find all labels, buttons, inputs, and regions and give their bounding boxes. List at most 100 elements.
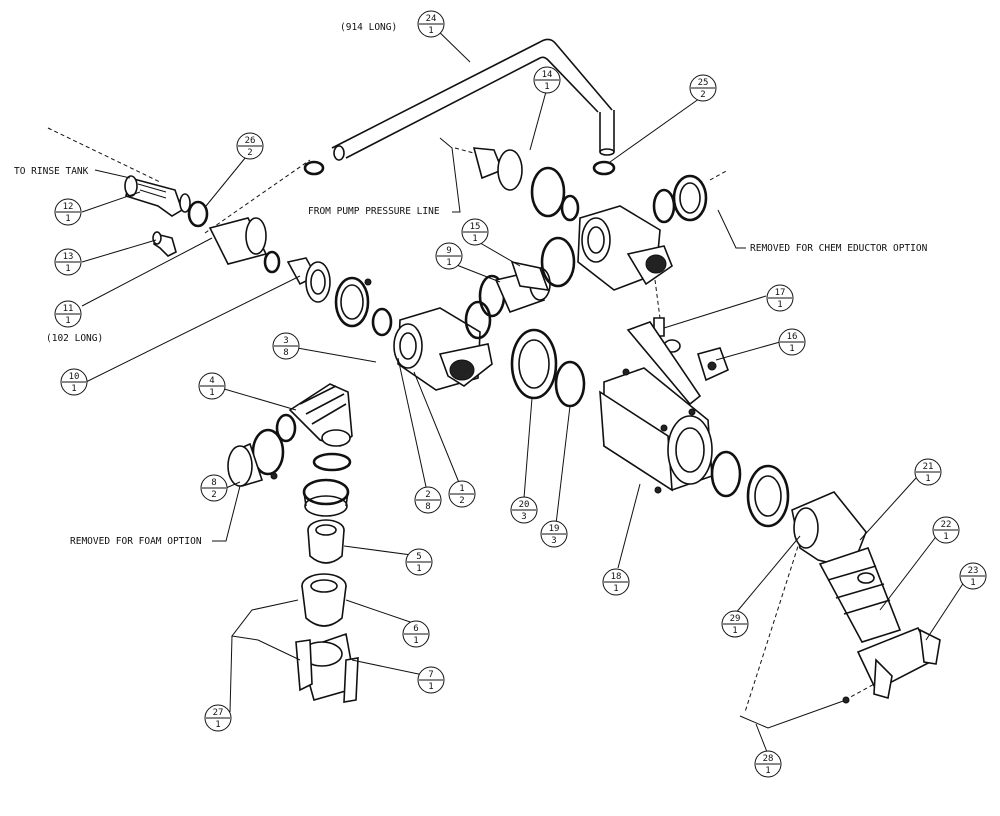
callout-9: 91 (435, 242, 463, 270)
svg-text:2: 2 (700, 90, 705, 100)
gasket-19 (554, 360, 586, 408)
callout-11: 111 (54, 300, 82, 328)
note-pump-pressure: FROM PUMP PRESSURE LINE (308, 206, 440, 217)
svg-text:1: 1 (472, 234, 477, 244)
svg-text:12: 12 (63, 202, 74, 212)
svg-text:1: 1 (446, 258, 451, 268)
valve-1 (393, 307, 493, 391)
callout-29: 291 (721, 610, 749, 638)
callout-14: 141 (533, 66, 561, 94)
hose-barb-14 (472, 147, 580, 222)
callout-4: 41 (198, 372, 226, 400)
coupler-23 (856, 626, 941, 700)
callout-5: 51 (405, 548, 433, 576)
callout-16: 161 (778, 328, 806, 356)
balloons: 241 141 252 262 121 131 111 91 (54, 10, 987, 778)
coupler-6 (301, 573, 347, 627)
callout-18: 181 (602, 568, 630, 596)
callout-20: 203 (510, 496, 538, 524)
callout-13: 131 (54, 248, 82, 276)
svg-text:28: 28 (763, 754, 774, 764)
svg-text:29: 29 (730, 614, 741, 624)
callout-8: 82 (200, 474, 228, 502)
svg-text:2: 2 (459, 496, 464, 506)
svg-text:1: 1 (777, 300, 782, 310)
fitting-15 (510, 260, 550, 291)
callout-23: 231 (959, 562, 987, 590)
callout-26: 262 (236, 132, 264, 160)
removed-ring-right (652, 174, 708, 224)
callout-28: 281 (754, 750, 782, 778)
svg-text:25: 25 (698, 78, 709, 88)
callout-17: 171 (766, 284, 794, 312)
svg-text:15: 15 (470, 222, 481, 232)
svg-text:1: 1 (413, 636, 418, 646)
adapter-21-22 (818, 547, 902, 643)
svg-text:14: 14 (542, 70, 553, 80)
svg-text:8: 8 (211, 478, 216, 488)
elbow-13 (152, 231, 177, 257)
svg-text:9: 9 (446, 246, 451, 256)
chain-27 (231, 599, 301, 661)
svg-text:18: 18 (611, 572, 622, 582)
tube-24 (331, 38, 615, 161)
hose-11 (208, 217, 268, 265)
svg-text:3: 3 (551, 536, 556, 546)
svg-text:19: 19 (549, 524, 560, 534)
svg-text:2: 2 (425, 490, 430, 500)
svg-text:2: 2 (247, 148, 252, 158)
note-102-long: (102 LONG) (46, 333, 103, 344)
svg-text:21: 21 (923, 462, 934, 472)
centerlines (47, 127, 901, 713)
callout-24: 241 (417, 10, 445, 38)
svg-text:3: 3 (521, 512, 526, 522)
svg-text:1: 1 (789, 344, 794, 354)
svg-text:11: 11 (63, 304, 74, 314)
svg-text:4: 4 (209, 376, 214, 386)
svg-text:26: 26 (245, 136, 256, 146)
svg-text:1: 1 (613, 584, 618, 594)
svg-text:23: 23 (968, 566, 979, 576)
svg-text:1: 1 (65, 264, 70, 274)
valve-body-18 (599, 321, 713, 494)
svg-text:5: 5 (416, 552, 421, 562)
svg-text:1: 1 (215, 720, 220, 730)
svg-text:6: 6 (413, 624, 418, 634)
svg-text:1: 1 (65, 214, 70, 224)
clamp-small (263, 160, 325, 274)
svg-text:1: 1 (428, 26, 433, 36)
callout-3: 38 (272, 332, 300, 360)
svg-text:16: 16 (787, 332, 798, 342)
svg-text:8: 8 (425, 502, 430, 512)
note-chem-eductor: REMOVED FOR CHEM EDUCTOR OPTION (750, 243, 928, 254)
coupler-ring-group (334, 276, 393, 337)
svg-text:1: 1 (416, 564, 421, 574)
note-foam-option: REMOVED FOR FOAM OPTION (70, 536, 202, 547)
note-rinse-tank: TO RINSE TANK (14, 166, 89, 177)
svg-text:1: 1 (765, 766, 770, 776)
svg-text:27: 27 (213, 708, 224, 718)
gasket-stack (302, 452, 352, 517)
callout-25: 252 (689, 74, 717, 102)
svg-text:24: 24 (426, 14, 437, 24)
hose-barb-10 (286, 257, 372, 303)
callout-21: 211 (914, 458, 942, 486)
gasket-right (710, 450, 790, 528)
clamp-25 (592, 160, 616, 176)
svg-text:1: 1 (428, 682, 433, 692)
svg-text:1: 1 (544, 82, 549, 92)
svg-text:10: 10 (69, 372, 80, 382)
callout-19: 193 (540, 520, 568, 548)
svg-text:8: 8 (283, 348, 288, 358)
svg-text:1: 1 (459, 484, 464, 494)
elbow-29 (791, 491, 867, 569)
svg-text:1: 1 (732, 626, 737, 636)
callout-10: 101 (60, 368, 88, 396)
svg-text:3: 3 (283, 336, 288, 346)
svg-text:1: 1 (71, 384, 76, 394)
elbow-4 (275, 383, 353, 447)
callout-15: 151 (461, 218, 489, 246)
svg-text:1: 1 (943, 532, 948, 542)
